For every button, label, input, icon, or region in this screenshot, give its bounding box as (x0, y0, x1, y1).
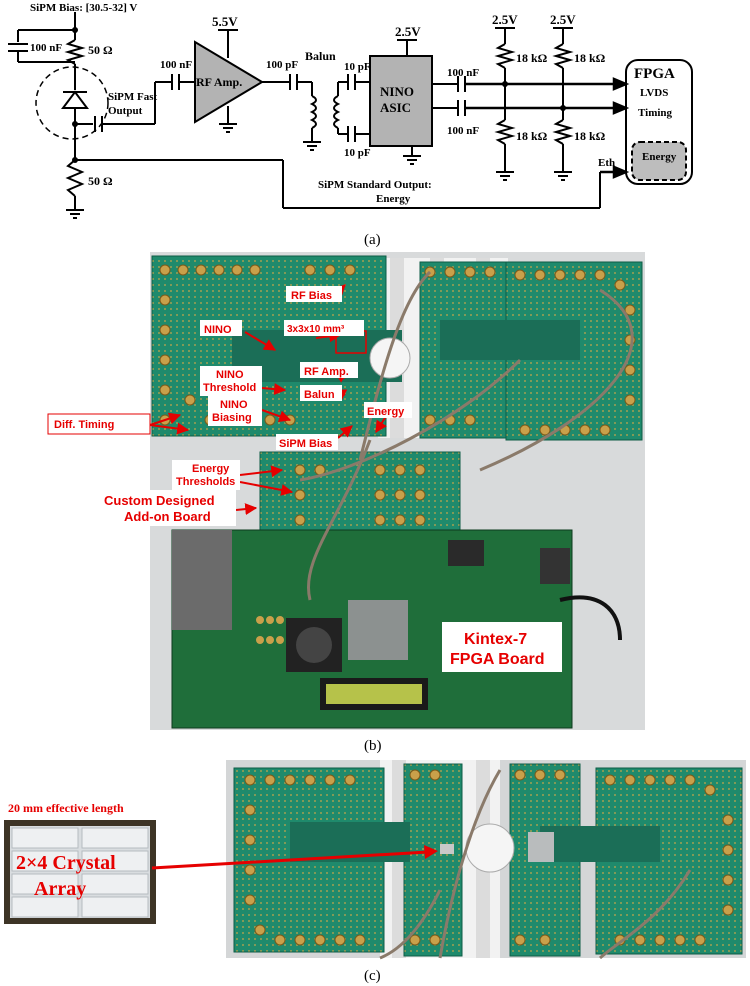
rf-input-cap-label: 100 nF (160, 59, 192, 71)
label-rf-bias: RF Bias (291, 290, 332, 302)
fast-output-label: SiPM Fast (108, 91, 158, 103)
nino-cap-top-label: 100 nF (447, 67, 479, 79)
pulldown-resistor-2-label: 18 kΩ (574, 129, 606, 143)
label-nino-biasing-2: Biasing (212, 412, 252, 424)
schematic-diagram: SiPM Bias: [30.5-32] V 100 nF 50 Ω SiPM … (8, 2, 693, 248)
top-resistor-label: 50 Ω (88, 43, 113, 57)
bottom-resistor-label: 50 Ω (88, 174, 113, 188)
energy-block-label: Energy (642, 151, 677, 163)
fast-output-label-2: Output (108, 105, 143, 117)
balun-label: Balun (305, 49, 336, 63)
label-balun: Balun (304, 389, 335, 401)
nino-label: NINO (380, 84, 414, 99)
label-kintex: Kintex-7 (464, 631, 527, 648)
crystal-array-label: 2×4 Crystal (16, 852, 116, 874)
pullup-supply-2-label: 2.5V (550, 12, 576, 27)
nino-supply-label: 2.5V (395, 24, 421, 39)
label-energy: Energy (367, 406, 405, 418)
label-energy-thresholds-2: Thresholds (176, 476, 235, 488)
nino-cap-bottom-label: 100 nF (447, 125, 479, 137)
label-addon-board: Custom Designed (104, 493, 215, 508)
pullup-resistor-1-label: 18 kΩ (516, 51, 548, 65)
pulldown-resistor-1-label: 18 kΩ (516, 129, 548, 143)
caption-a: (a) (364, 232, 381, 248)
label-crystal-size: 3x3x10 mm³ (287, 324, 345, 335)
effective-length-label: 20 mm effective length (8, 801, 124, 815)
bias-cap-label: 100 nF (30, 42, 62, 54)
balun-cap-bottom-label: 10 pF (344, 147, 371, 159)
eth-label: Eth (598, 157, 615, 169)
standard-output-label-2: Energy (376, 193, 411, 205)
setup-photo: RF Bias 3x3x10 mm³ NINO RF Amp. Balun NI… (47, 252, 645, 754)
rf-output-cap-label: 100 pF (266, 59, 298, 71)
caption-c: (c) (364, 968, 381, 984)
fpga-label: FPGA (634, 66, 675, 82)
label-energy-thresholds: Energy (192, 463, 230, 475)
label-addon-board-2: Add-on Board (124, 509, 211, 524)
balun-cap-top-label: 10 pF (344, 61, 371, 73)
label-nino-threshold-2: Threshold (203, 382, 256, 394)
label-sipm-bias: SiPM Bias (279, 438, 332, 450)
pullup-supply-1-label: 2.5V (492, 12, 518, 27)
pullup-resistor-2-label: 18 kΩ (574, 51, 606, 65)
crystal-array-label-2: Array (34, 878, 86, 900)
bias-label: SiPM Bias: [30.5-32] V (30, 2, 137, 14)
label-nino-biasing: NINO (220, 399, 248, 411)
pcb-c-center-left (403, 763, 463, 957)
timing-label: Timing (638, 107, 673, 119)
label-diff-timing: Diff. Timing (54, 419, 114, 431)
standard-output-label: SiPM Standard Output: (318, 179, 432, 191)
crystal-array-photo: 20 mm effective length 2×4 Crystal Array… (4, 760, 746, 984)
lvds-label: LVDS (640, 87, 668, 99)
asic-label: ASIC (380, 100, 411, 115)
rf-amp-label: RF Amp. (196, 75, 242, 89)
label-nino: NINO (204, 324, 232, 336)
label-fpga-board: FPGA Board (450, 651, 545, 668)
caption-b: (b) (364, 738, 382, 754)
label-nino-threshold: NINO (216, 369, 244, 381)
rf-supply-label: 5.5V (212, 14, 238, 29)
label-rf-amp: RF Amp. (304, 366, 349, 378)
